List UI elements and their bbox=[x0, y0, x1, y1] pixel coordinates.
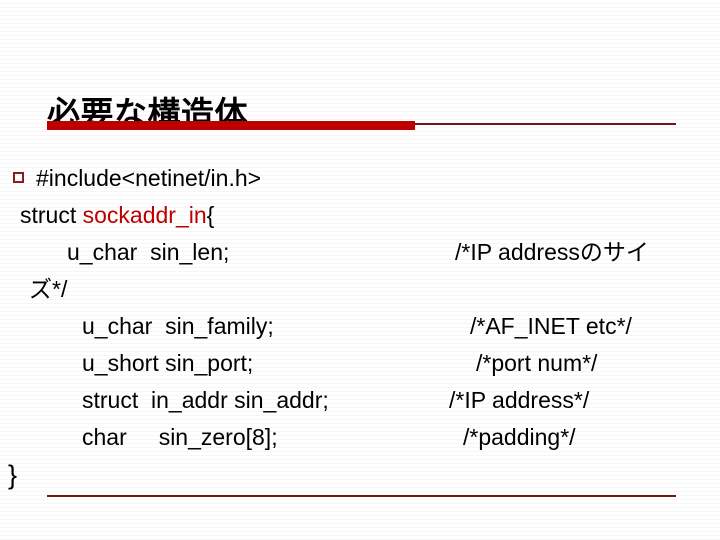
code-line-sin-zero: char sin_zero[8]; /*padding*/ bbox=[0, 419, 720, 456]
code-text-sin-port: u_short sin_port; bbox=[82, 350, 254, 376]
type-name-sockaddr-in: sockaddr_in bbox=[82, 202, 207, 228]
code-comment-sin-zero: /*padding*/ bbox=[463, 424, 576, 450]
code-text-sin-addr: struct in_addr sin_addr; bbox=[82, 387, 329, 413]
code-text-include: #include<netinet/in.h> bbox=[36, 165, 262, 191]
brace-open: { bbox=[206, 202, 215, 228]
code-line-sin-len: u_char sin_len; /*IP addressのサイ bbox=[0, 234, 720, 271]
code-closing-brace: } bbox=[8, 460, 18, 490]
code-line-sin-addr: struct in_addr sin_addr; /*IP address*/ bbox=[0, 382, 720, 419]
code-comment-sin-len-wrap: ズ*/ bbox=[29, 276, 68, 302]
code-text-struct-open: struct sockaddr_in{ bbox=[20, 197, 214, 234]
keyword-struct: struct bbox=[20, 202, 83, 228]
code-line-sin-len-wrap: ズ*/ bbox=[0, 271, 720, 308]
code-block: #include<netinet/in.h> struct sockaddr_i… bbox=[0, 160, 720, 456]
code-text-sin-len: u_char sin_len; bbox=[67, 239, 230, 265]
code-comment-sin-len: /*IP addressのサイ bbox=[455, 239, 649, 265]
bottom-rule bbox=[47, 495, 676, 497]
title-thin-rule bbox=[415, 123, 676, 125]
code-comment-sin-family: /*AF_INET etc*/ bbox=[470, 313, 632, 339]
hollow-square-bullet-icon bbox=[13, 172, 24, 183]
code-comment-sin-port: /*port num*/ bbox=[476, 350, 598, 376]
code-line-sin-family: u_char sin_family; /*AF_INET etc*/ bbox=[0, 308, 720, 345]
code-text-sin-family: u_char sin_family; bbox=[82, 313, 274, 339]
code-comment-sin-addr: /*IP address*/ bbox=[449, 387, 590, 413]
title-accent-bar bbox=[47, 121, 415, 130]
code-text-sin-zero: char sin_zero[8]; bbox=[82, 424, 278, 450]
code-line-struct-open: struct sockaddr_in{ bbox=[0, 197, 720, 234]
code-line-include: #include<netinet/in.h> bbox=[0, 160, 720, 197]
code-line-sin-port: u_short sin_port; /*port num*/ bbox=[0, 345, 720, 382]
